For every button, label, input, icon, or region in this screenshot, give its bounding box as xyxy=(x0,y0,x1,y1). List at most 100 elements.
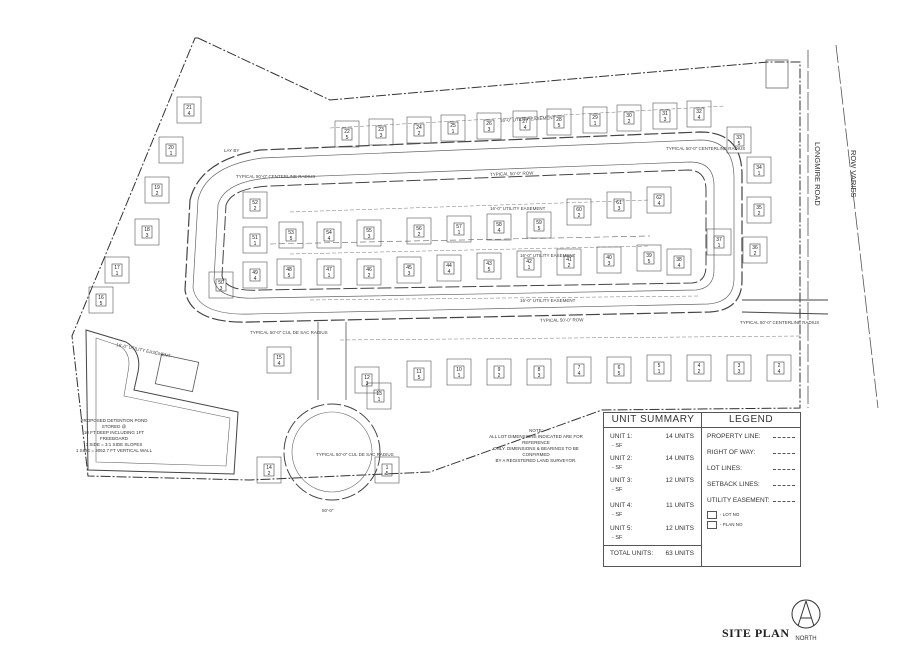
lot-number: 18 xyxy=(144,227,150,233)
lot-number: 15 xyxy=(276,355,282,361)
lot-number: 22 xyxy=(344,129,350,135)
lot-18: 183 xyxy=(134,218,160,246)
lot-15: 154 xyxy=(266,346,292,374)
plan-number: 4 xyxy=(328,236,331,242)
lot-46: 462 xyxy=(356,258,382,286)
lot-outline xyxy=(596,246,622,274)
lot-number: 59 xyxy=(536,220,542,226)
lot-number-box xyxy=(493,220,505,234)
lot-number: 56 xyxy=(416,226,422,232)
lot-58: 584 xyxy=(486,213,512,241)
plan-number: 4 xyxy=(658,201,661,207)
legend-right-of-way: RIGHT OF WAY: xyxy=(707,449,799,456)
lot-outline xyxy=(356,258,382,286)
lot-number: 35 xyxy=(756,205,762,211)
lot-21: 214 xyxy=(176,96,202,124)
plan-number: 4 xyxy=(698,115,701,121)
plan-number: 2 xyxy=(418,232,421,238)
utility-label-lower: 16'-0" UTILITY EASEMENT xyxy=(520,298,576,303)
lot-44: 444 xyxy=(436,254,462,282)
lot-number-box xyxy=(523,257,535,271)
lot-number: 51 xyxy=(252,235,258,241)
lot-number: 23 xyxy=(378,127,384,133)
lot-outline xyxy=(666,248,692,276)
lot-outline xyxy=(512,110,538,138)
lot-number-box xyxy=(753,203,765,217)
lot-4: 42 xyxy=(686,354,712,382)
lot-31: 313 xyxy=(652,102,678,130)
lot-number: 46 xyxy=(366,267,372,273)
lot-outline xyxy=(354,366,380,394)
lot-number: 6 xyxy=(618,365,621,371)
lot-22: 225 xyxy=(334,120,360,148)
lot-33: 335 xyxy=(726,126,752,154)
lot-25: 251 xyxy=(440,114,466,142)
lot-number-box xyxy=(413,123,425,137)
lot-38: 384 xyxy=(666,248,692,276)
lot-28: 285 xyxy=(546,108,572,136)
lot-number-box xyxy=(673,255,685,269)
lot-number: 4 xyxy=(698,363,701,369)
utility-label-center2: 16'-0" UTILITY EASEMENT xyxy=(520,253,576,258)
lot-45: 453 xyxy=(396,256,422,284)
lot-57: 571 xyxy=(446,215,472,243)
lot-outline xyxy=(646,186,672,214)
plan-number: 3 xyxy=(488,127,491,133)
plan-number: 4 xyxy=(578,371,581,377)
lot-number: 41 xyxy=(566,257,572,263)
lot-37: 371 xyxy=(706,228,732,256)
lot-61: 613 xyxy=(606,191,632,219)
lot-outline xyxy=(686,100,712,128)
lot-number: 45 xyxy=(406,265,412,271)
lot-number: 21 xyxy=(186,105,192,111)
lot-24: 242 xyxy=(406,116,432,144)
lot-42: 421 xyxy=(516,250,542,278)
road-name-label: LONGMIRE ROAD xyxy=(813,142,822,206)
legend-title: LEGEND xyxy=(702,413,800,428)
lot-number-box xyxy=(563,255,575,269)
lot-number-box xyxy=(533,365,545,379)
lot-number-box xyxy=(453,365,465,379)
lot-number: 62 xyxy=(656,195,662,201)
plan-number: 4 xyxy=(778,369,781,375)
plan-number: 1 xyxy=(170,151,173,157)
unit-summary-table: UNIT SUMMARY UNIT 1: 14 UNITS - SF UNIT … xyxy=(603,412,703,567)
lot-14: 142 xyxy=(256,456,282,484)
road-edge-inner xyxy=(213,161,715,299)
road-edge-outer xyxy=(192,139,735,315)
lot-number: 9 xyxy=(498,367,501,373)
plan-number: 3 xyxy=(538,373,541,379)
lot-number: 30 xyxy=(626,113,632,119)
lot-7: 74 xyxy=(566,356,592,384)
lot-outline xyxy=(486,358,512,386)
lot-number: 54 xyxy=(326,230,332,236)
lot-34: 341 xyxy=(746,156,772,184)
lot-outline xyxy=(446,358,472,386)
legend-property-line: PROPERTY LINE: xyxy=(707,433,799,440)
lot-number-box xyxy=(249,233,261,247)
plan-number: 3 xyxy=(664,117,667,123)
plan-number: 5 xyxy=(418,375,421,381)
lot-8: 83 xyxy=(526,358,552,386)
lot-27: 274 xyxy=(512,110,538,138)
lot-outline xyxy=(266,346,292,374)
detention-pond xyxy=(85,329,239,475)
plan-number: 1 xyxy=(458,230,461,236)
lot-11: 115 xyxy=(406,360,432,388)
plan-number: 2 xyxy=(498,373,501,379)
lot-outline xyxy=(606,356,632,384)
lot-62: 624 xyxy=(646,186,672,214)
plan-number: 3 xyxy=(146,233,149,239)
lot-outline xyxy=(406,116,432,144)
lot-26: 263 xyxy=(476,112,502,140)
utility-label-center: 16'-0" UTILITY EASEMENT xyxy=(490,206,546,211)
lot-3: 33 xyxy=(726,354,752,382)
lot-outline xyxy=(242,226,268,254)
plan-number: 2 xyxy=(698,369,701,375)
dimension-note: NOTE: ALL LOT DIMENSIONS INDICATED ARE F… xyxy=(489,428,583,463)
lot-number: 37 xyxy=(716,237,722,243)
pond-notes: PROPOSED DETENTION POND STORED @ 10 FT D… xyxy=(75,418,153,453)
lot-52: 522 xyxy=(242,191,268,219)
road-row-label: ROW VARIES xyxy=(849,150,858,197)
